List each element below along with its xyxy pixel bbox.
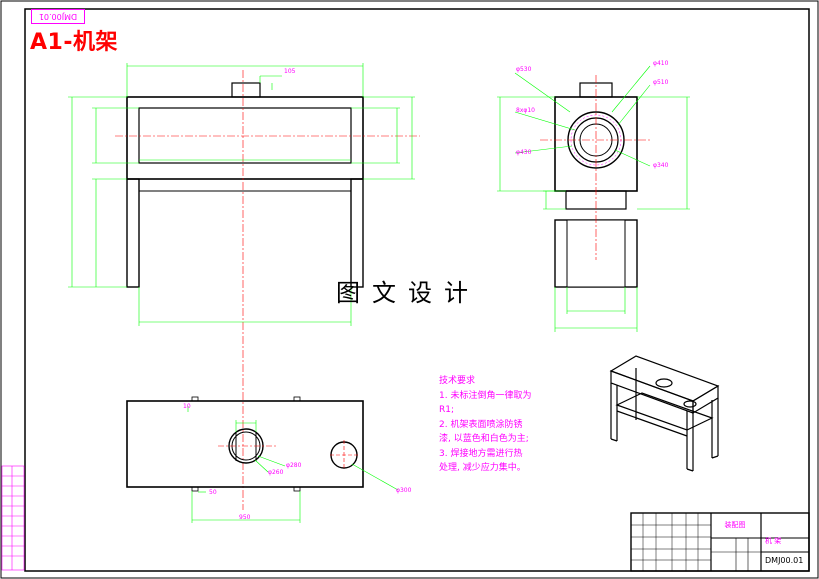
- dim-side-d4: φ510: [653, 79, 669, 86]
- left-strip-table: [1, 465, 25, 571]
- side-dimensions: [497, 65, 690, 332]
- iso-middle-shelf: [615, 392, 714, 431]
- drawing-code-stamp: DMJ00.01: [31, 9, 85, 24]
- title-block-right-label: 机 架: [765, 537, 782, 545]
- top-tab-right: [293, 396, 301, 402]
- front-inner-window: [138, 107, 352, 164]
- dim-top-small: 10: [183, 403, 191, 410]
- top-foot-right: [293, 486, 301, 492]
- dim-top-bottom: 950: [239, 514, 251, 521]
- title-block-part-name: 装配图: [713, 514, 757, 536]
- top-plate: [126, 400, 364, 488]
- front-top-box: [126, 96, 364, 180]
- front-right-leg: [350, 178, 364, 288]
- front-view: [68, 63, 420, 510]
- dim-top-d3: φ300: [396, 487, 412, 494]
- notes-line-4: 漆, 以蓝色和白色为主;: [439, 434, 529, 444]
- watermark-text: 图文设计: [336, 279, 480, 307]
- side-view: [497, 65, 690, 332]
- dim-front-top-bump: 105: [284, 68, 296, 75]
- dim-top-d2: φ260: [268, 469, 284, 476]
- technical-notes: 技术要求 1. 未标注倒角一律取为 R1; 2. 机架表面喷涂防锈 漆, 以蓝色…: [439, 374, 531, 476]
- notes-heading: 技术要求: [439, 376, 476, 386]
- notes-line-6: 处理, 减少应力集中。: [439, 463, 526, 473]
- front-top-bump: [231, 82, 261, 98]
- title-block-drawing-code: DMJ00.01: [765, 556, 804, 565]
- front-left-leg: [126, 178, 140, 288]
- sheet-title: A1-机架: [30, 30, 118, 55]
- dim-side-d6: φ340: [653, 162, 669, 169]
- notes-line-3: 2. 机架表面喷涂防锈: [439, 419, 523, 430]
- iso-side-face: [692, 384, 719, 415]
- front-dimensions: [68, 63, 415, 326]
- dim-top-d1: φ280: [286, 462, 302, 469]
- notes-line-2: R1;: [439, 405, 455, 415]
- notes-line-5: 3. 焊接地方需进行热: [439, 448, 523, 459]
- inner-border: [24, 8, 810, 572]
- iso-front-hole: [683, 400, 697, 408]
- iso-top-hole: [655, 378, 673, 388]
- isometric-view: [609, 355, 720, 472]
- dim-side-d5: φ430: [516, 149, 532, 156]
- top-view: [126, 396, 399, 523]
- top-dimensions: [187, 406, 399, 523]
- title-block: [630, 512, 810, 572]
- dim-top-left: 50: [209, 489, 217, 496]
- notes-line-1: 1. 未标注倒角一律取为: [439, 390, 532, 401]
- top-foot-left: [191, 486, 199, 492]
- top-tab-left: [191, 396, 199, 402]
- dim-side-d3: 8xφ10: [516, 107, 535, 114]
- dim-side-d2: φ410: [653, 60, 669, 67]
- dim-side-d1: φ530: [516, 66, 532, 73]
